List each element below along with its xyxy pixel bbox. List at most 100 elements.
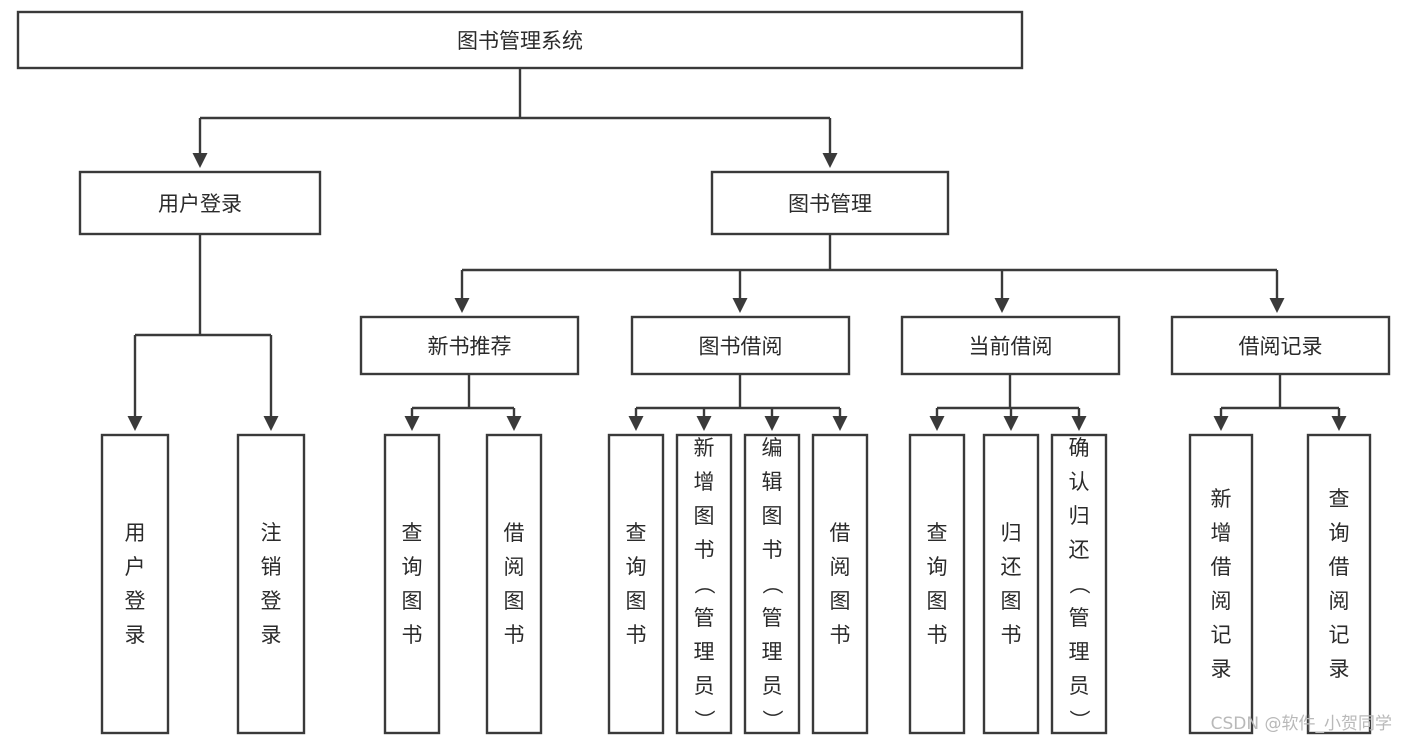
root-node-图书管理系统-box[interactable] — [16, 10, 1024, 70]
leaf-node-12-char-1: 询 — [1329, 521, 1350, 545]
node-layer: 图书管理系统用户登录图书管理新书推荐图书借阅当前借阅借阅记录用户登录注销登录查询… — [16, 10, 1391, 735]
leaf-node-8-char-1: 询 — [927, 555, 948, 579]
leaf-node-2-box[interactable] — [383, 433, 441, 735]
leaf-node-8-box[interactable] — [908, 433, 966, 735]
leaf-node-11-char-2: 借 — [1211, 555, 1232, 579]
leaf-node-11-char-0: 新 — [1211, 487, 1232, 511]
level2-node-0[interactable]: 用户登录 — [78, 170, 322, 236]
leaf-node-8-char-2: 图 — [927, 589, 948, 613]
leaf-node-12-box[interactable] — [1306, 433, 1372, 735]
leaf-node-10-char-0: 确 — [1069, 436, 1090, 460]
level3-node-0-label: 新书推荐 — [428, 335, 512, 359]
leaf-node-5-box[interactable] — [675, 433, 733, 735]
leaf-node-5-char-8: ） — [692, 710, 716, 731]
level2-node-1-box[interactable] — [710, 170, 950, 236]
root-node-图书管理系统[interactable]: 图书管理系统 — [16, 10, 1024, 70]
level3-node-0-box[interactable] — [359, 315, 580, 376]
group-0-branch-1-arrowhead — [506, 416, 522, 431]
leaf-node-0-char-2: 登 — [125, 589, 146, 613]
group-2-branch-2-arrowhead — [1071, 416, 1087, 431]
leaf-node-0-char-0: 用 — [125, 521, 146, 545]
leaf-node-8-char-0: 查 — [927, 521, 948, 545]
leaf-node-5-char-1: 增 — [694, 470, 715, 494]
leaf-node-12-char-3: 阅 — [1329, 589, 1350, 613]
login-branch-1-arrowhead — [263, 416, 279, 431]
leaf-node-0[interactable]: 用户登录 — [100, 433, 170, 735]
leaf-node-10-char-2: 归 — [1069, 504, 1090, 528]
leaf-node-9-char-1: 还 — [1001, 555, 1022, 579]
leaf-node-12-char-4: 记 — [1329, 623, 1350, 647]
level3-node-0[interactable]: 新书推荐 — [359, 315, 580, 376]
leaf-node-9-char-2: 图 — [1001, 589, 1022, 613]
connector-layer — [127, 68, 1347, 431]
manage-branch-0-arrowhead — [454, 298, 470, 313]
leaf-node-6-char-1: 辑 — [762, 470, 783, 494]
leaf-node-11-char-4: 记 — [1211, 623, 1232, 647]
leaf-node-5-char-0: 新 — [694, 436, 715, 460]
leaf-node-2-char-0: 查 — [402, 521, 423, 545]
leaf-node-3-char-0: 借 — [504, 521, 525, 545]
leaf-node-6-char-2: 图 — [762, 504, 783, 528]
leaf-node-3-box[interactable] — [485, 433, 543, 735]
leaf-node-4-box[interactable] — [607, 433, 665, 735]
leaf-node-10-box[interactable] — [1050, 433, 1108, 735]
group-0-branch-0-arrowhead — [404, 416, 420, 431]
leaf-node-3-char-2: 图 — [504, 589, 525, 613]
leaf-node-1-box[interactable] — [236, 433, 306, 735]
leaf-node-3-char-3: 书 — [504, 623, 525, 647]
leaf-node-3-char-1: 阅 — [504, 555, 525, 579]
leaf-node-6-box[interactable] — [743, 433, 801, 735]
level2-node-1[interactable]: 图书管理 — [710, 170, 950, 236]
leaf-node-5-char-5: 管 — [694, 606, 715, 630]
leaf-node-11-char-5: 录 — [1211, 657, 1232, 681]
level3-node-2-label: 当前借阅 — [969, 335, 1053, 359]
leaf-node-6-char-4: （ — [760, 574, 784, 595]
level3-node-3[interactable]: 借阅记录 — [1170, 315, 1391, 376]
root-branch-1-arrowhead — [822, 153, 838, 168]
leaf-node-5-char-2: 图 — [694, 504, 715, 528]
leaf-node-6-char-5: 管 — [762, 606, 783, 630]
root-branch-0-arrowhead — [192, 153, 208, 168]
leaf-node-0-box[interactable] — [100, 433, 170, 735]
leaf-node-0-char-3: 录 — [125, 623, 146, 647]
leaf-node-9-char-0: 归 — [1001, 521, 1022, 545]
leaf-node-7-char-1: 阅 — [830, 555, 851, 579]
leaf-node-12-char-0: 查 — [1329, 487, 1350, 511]
level3-node-3-box[interactable] — [1170, 315, 1391, 376]
manage-branch-1-arrowhead — [732, 298, 748, 313]
group-1-branch-2-arrowhead — [764, 416, 780, 431]
level3-node-2-box[interactable] — [900, 315, 1121, 376]
csdn-watermark: CSDN @软件_小贺同学 — [1211, 714, 1392, 734]
level3-node-1-box[interactable] — [630, 315, 851, 376]
leaf-node-11-box[interactable] — [1188, 433, 1254, 735]
group-2-branch-1-arrowhead — [1003, 416, 1019, 431]
leaf-node-9-box[interactable] — [982, 433, 1040, 735]
level3-node-2[interactable]: 当前借阅 — [900, 315, 1121, 376]
leaf-node-10-char-1: 认 — [1069, 470, 1090, 494]
leaf-node-6-char-8: ） — [760, 710, 784, 731]
leaf-node-7-box[interactable] — [811, 433, 869, 735]
login-branch-0-arrowhead — [127, 416, 143, 431]
level3-node-1[interactable]: 图书借阅 — [630, 315, 851, 376]
leaf-node-1-char-3: 录 — [261, 623, 282, 647]
leaf-node-10-char-8: ） — [1067, 710, 1091, 731]
leaf-node-11-char-1: 增 — [1211, 521, 1232, 545]
leaf-node-0-char-1: 户 — [125, 555, 146, 579]
leaf-node-12-char-2: 借 — [1329, 555, 1350, 579]
leaf-node-1-char-1: 销 — [261, 555, 282, 579]
level2-node-0-box[interactable] — [78, 170, 322, 236]
leaf-node-2-char-3: 书 — [402, 623, 423, 647]
leaf-node-5-char-7: 员 — [694, 674, 715, 698]
